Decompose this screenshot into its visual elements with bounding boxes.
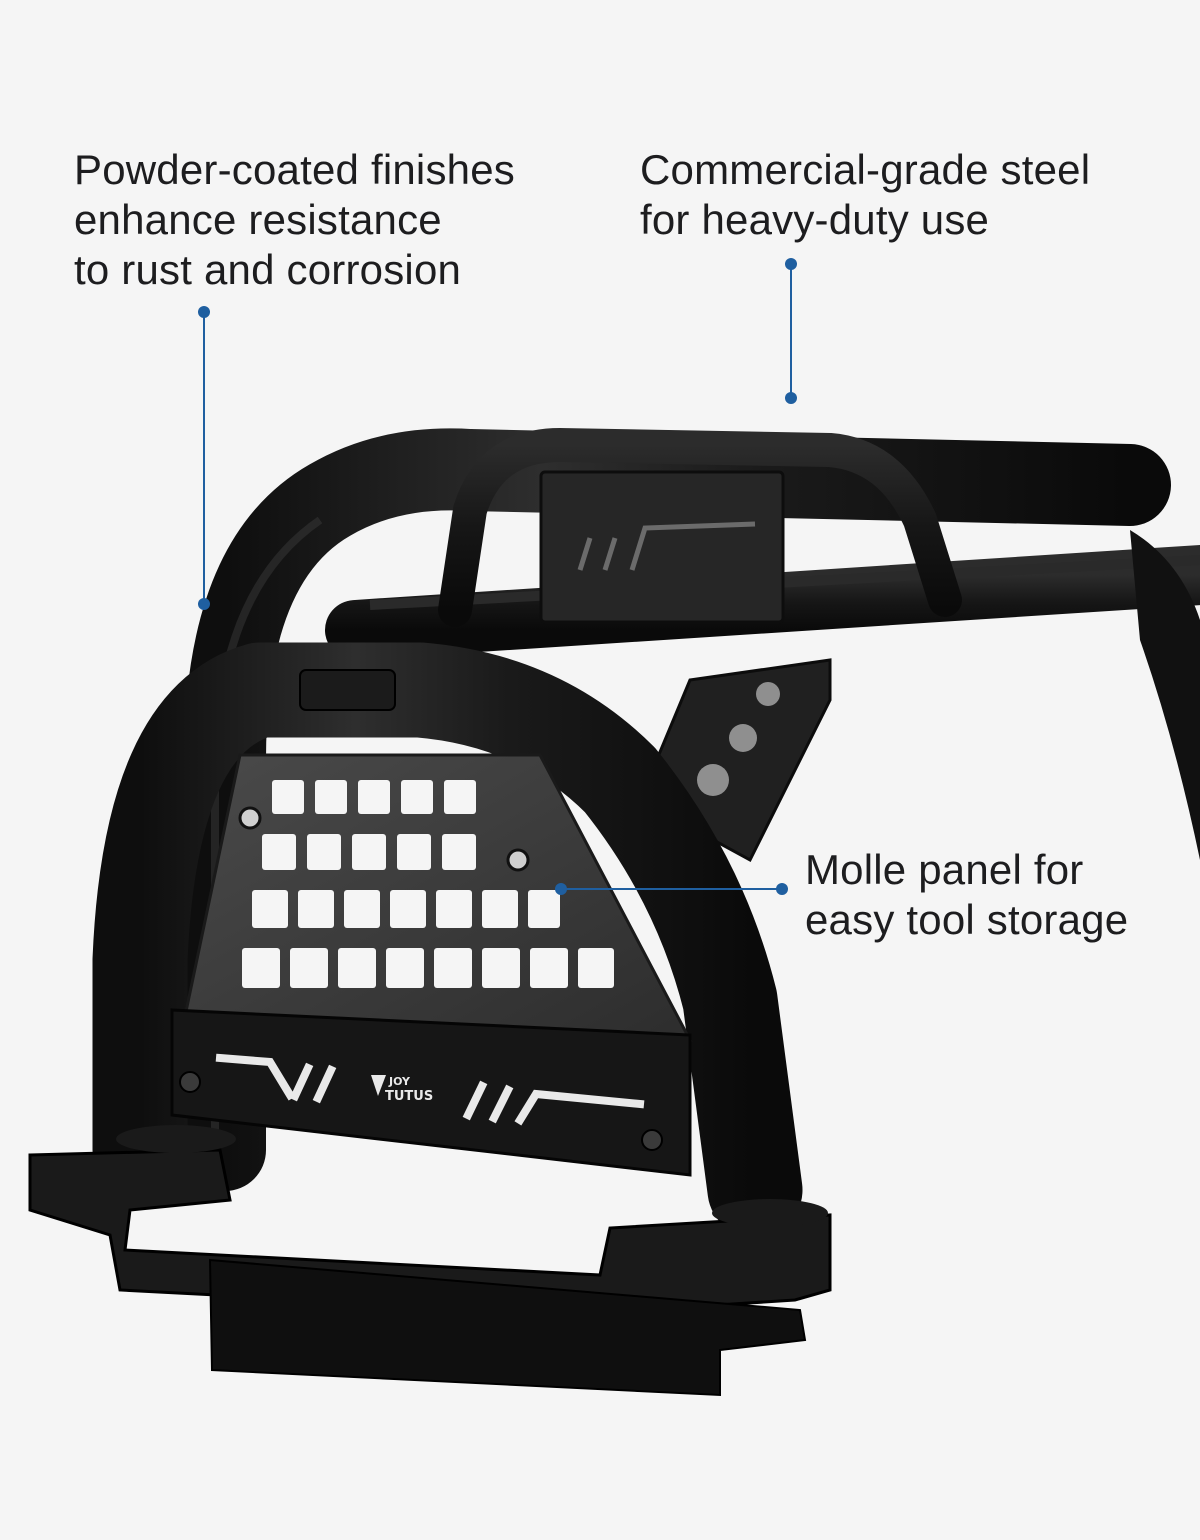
mounting-base — [28, 1125, 832, 1397]
callout-line: Commercial-grade steel — [640, 146, 1091, 193]
callout-line: for heavy-duty use — [640, 196, 990, 243]
front-hoop — [92, 642, 803, 1238]
brand-logo-line1: JOY — [388, 1075, 411, 1088]
callout-line: Molle panel for — [805, 846, 1084, 893]
callout-line: easy tool storage — [805, 896, 1129, 943]
callout-steel: Commercial-grade steel for heavy-duty us… — [640, 145, 1090, 245]
leader-molle — [555, 883, 788, 895]
callout-line: Powder-coated finishes — [74, 146, 515, 193]
callout-line: enhance resistance — [74, 196, 442, 243]
brand-logo: JOY TUTUS — [371, 1075, 433, 1104]
callout-molle-panel: Molle panel for easy tool storage — [805, 845, 1128, 945]
inner-hoop — [438, 427, 962, 627]
brand-logo-line2: TUTUS — [385, 1089, 433, 1104]
leader-steel — [785, 258, 797, 404]
logo-plate — [170, 1008, 692, 1177]
right-upright — [1130, 530, 1200, 860]
callout-powder-coating: Powder-coated finishes enhance resistanc… — [74, 145, 515, 295]
leader-finish — [198, 306, 210, 610]
molle-panel — [178, 753, 693, 1042]
light-mount-plate — [539, 470, 785, 624]
callout-line: to rust and corrosion — [74, 246, 462, 293]
